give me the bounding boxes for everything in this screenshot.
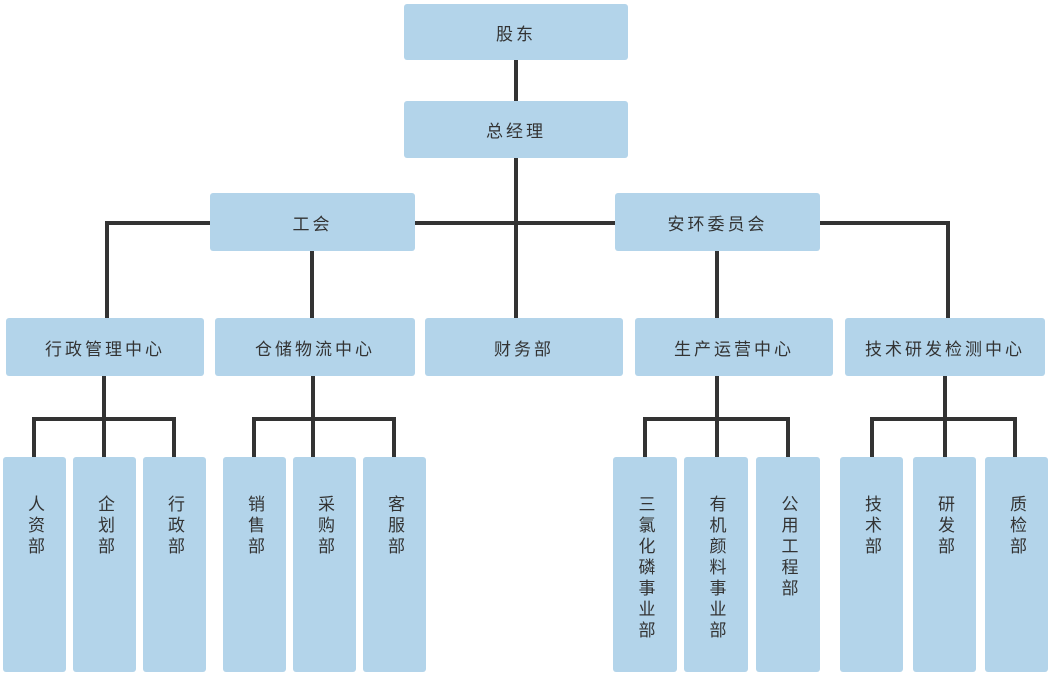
org-node-planning-dept: 企划部	[73, 457, 136, 672]
connector-tech-drop-right	[1013, 417, 1017, 457]
org-node-label: 客服部	[385, 495, 404, 558]
org-node-label: 有机颜料事业部	[706, 495, 726, 642]
connector-shareholders-gm	[514, 60, 518, 101]
org-node-label: 采购部	[315, 495, 334, 558]
org-node-customer-service-dept: 客服部	[363, 457, 426, 672]
org-node-label: 财务部	[494, 339, 554, 359]
org-node-sales-dept: 销售部	[223, 457, 286, 672]
connector-tech-stem	[943, 376, 947, 457]
org-node-production-ops-center: 生产运营中心	[635, 318, 833, 376]
org-node-label: 公用工程部	[778, 495, 798, 600]
connector-warehouse-stem	[311, 376, 315, 457]
org-node-labor-union: 工会	[210, 193, 415, 251]
org-node-rd-dept: 研发部	[913, 457, 976, 672]
connector-tech-drop-left	[870, 417, 874, 457]
org-node-finance-dept: 财务部	[425, 318, 623, 376]
org-node-procurement-dept: 采购部	[293, 457, 356, 672]
org-node-label: 安环委员会	[667, 214, 768, 234]
org-node-safety-env-committee: 安环委员会	[615, 193, 820, 251]
org-node-warehouse-logistics-center: 仓储物流中心	[215, 318, 415, 376]
connector-admin-bar	[32, 417, 176, 421]
org-node-label: 技术研发检测中心	[865, 339, 1025, 359]
org-node-organic-pigment-division: 有机颜料事业部	[684, 457, 748, 672]
connector-production-stem	[715, 376, 719, 457]
org-node-label: 三氯化磷事业部	[635, 495, 655, 642]
org-node-label: 行政部	[165, 495, 184, 558]
org-node-tech-rd-testing-center: 技术研发检测中心	[845, 318, 1045, 376]
org-node-label: 人资部	[25, 495, 44, 558]
connector-warehouse-drop-left	[252, 417, 256, 457]
org-node-quality-inspection-dept: 质检部	[985, 457, 1048, 672]
org-node-label: 生产运营中心	[674, 339, 794, 359]
connector-production-drop-right	[786, 417, 790, 457]
connector-committee-production	[715, 251, 719, 318]
org-node-pcl3-division: 三氯化磷事业部	[613, 457, 677, 672]
org-node-label: 研发部	[935, 495, 954, 558]
org-node-label: 工会	[292, 214, 333, 234]
org-node-label: 质检部	[1007, 495, 1026, 558]
connector-left-elbow-admin	[105, 221, 109, 318]
org-node-label: 销售部	[245, 495, 264, 558]
connector-tech-bar	[870, 417, 1017, 421]
org-node-utility-engineering-dept: 公用工程部	[756, 457, 820, 672]
connector-admin-drop-left	[32, 417, 36, 457]
org-node-label: 股东	[496, 24, 536, 44]
connector-production-bar	[643, 417, 790, 421]
org-node-admin-mgmt-center: 行政管理中心	[6, 318, 204, 376]
connector-main-bar	[105, 221, 950, 225]
connector-warehouse-drop-right	[392, 417, 396, 457]
org-node-hr-dept: 人资部	[3, 457, 66, 672]
connector-warehouse-bar	[252, 417, 396, 421]
org-node-label: 仓储物流中心	[255, 339, 375, 359]
connector-union-warehouse	[310, 251, 314, 318]
org-node-shareholders: 股东	[404, 4, 628, 60]
org-node-admin-dept: 行政部	[143, 457, 206, 672]
connector-right-elbow-tech	[946, 221, 950, 318]
connector-gm-finance	[514, 158, 518, 318]
org-node-label: 行政管理中心	[45, 339, 165, 359]
org-node-label: 技术部	[862, 495, 881, 558]
org-node-technology-dept: 技术部	[840, 457, 903, 672]
connector-admin-stem	[102, 376, 106, 457]
org-node-label: 总经理	[486, 122, 546, 141]
org-node-general-manager: 总经理	[404, 101, 628, 158]
connector-admin-drop-right	[172, 417, 176, 457]
connector-production-drop-left	[643, 417, 647, 457]
org-node-label: 企划部	[95, 495, 114, 558]
